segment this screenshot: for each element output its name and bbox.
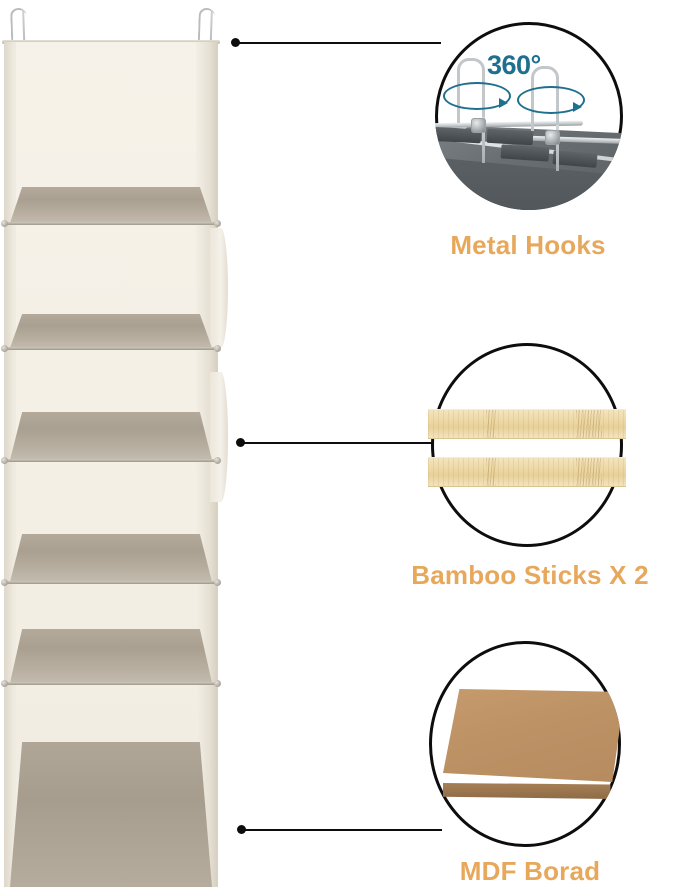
callout-caption-mdf-board: MDF Borad [459, 856, 601, 886]
swivel-hook-left-mount [471, 118, 486, 133]
mdf-board-edge [443, 783, 611, 799]
connector-stroke [236, 41, 441, 45]
connector-dot [237, 825, 246, 834]
connector-dot [231, 38, 240, 47]
swivel-hook-right-mount [545, 130, 560, 145]
bamboo-stick-icon [428, 409, 626, 439]
shelf-divider-6 [4, 742, 218, 887]
rotation-ellipse-left [443, 82, 511, 110]
mdf-board-icon [443, 689, 621, 782]
callout-clip [429, 641, 621, 847]
rotation-degree-label: 360° [487, 50, 541, 80]
shelf-divider-4 [1, 534, 221, 586]
rotation-ellipse-right [517, 86, 585, 114]
organizer-body [1, 42, 228, 887]
fabric-bulge-lower [210, 372, 228, 502]
bamboo-node [486, 458, 496, 486]
connector-line-mdf-board [237, 822, 449, 836]
shelf-divider-5 [1, 629, 221, 687]
callout-caption-metal-hooks: Metal Hooks [450, 230, 606, 260]
product-image-hanging-closet-organizer [0, 0, 240, 896]
shelf-surface [10, 534, 212, 582]
callout-circle-metal-hooks[interactable]: 360° [435, 22, 623, 210]
shelf-surface [10, 412, 212, 460]
shelf-rod [1, 220, 221, 227]
shelf-rod [1, 457, 221, 464]
shelf-surface [10, 742, 212, 887]
callout-circle-bamboo-sticks[interactable] [431, 343, 623, 547]
callout-circle-mdf-board[interactable] [429, 641, 621, 847]
connector-line-metal-hooks [231, 35, 446, 49]
bamboo-stick-icon [428, 457, 626, 487]
connector-line-bamboo-sticks [236, 435, 446, 449]
shelf-rod [1, 680, 221, 687]
rotation-arrow-right [573, 102, 582, 112]
connector-dot [236, 438, 245, 447]
shelf-divider-3 [1, 412, 221, 464]
rotation-arrow-left [499, 98, 508, 108]
shelf-rod [1, 579, 221, 586]
shelf-surface [10, 314, 212, 348]
callout-caption-bamboo-sticks: Bamboo Sticks X 2 [411, 560, 649, 590]
shelf-divider-1 [1, 187, 221, 227]
connector-stroke [242, 828, 442, 832]
bamboo-node [576, 458, 602, 486]
metal-hook-icon: 360° [435, 22, 623, 210]
bamboo-node [486, 410, 496, 438]
shelf-surface [10, 629, 212, 683]
shelf-rod [1, 345, 221, 352]
shelf-surface [10, 187, 212, 223]
shelf-divider-2 [1, 314, 221, 352]
bamboo-node [576, 410, 602, 438]
connector-stroke [241, 441, 439, 445]
deck-clip [486, 128, 534, 146]
fabric-bulge-upper [210, 228, 228, 348]
callout-clip: 360° [435, 22, 623, 210]
